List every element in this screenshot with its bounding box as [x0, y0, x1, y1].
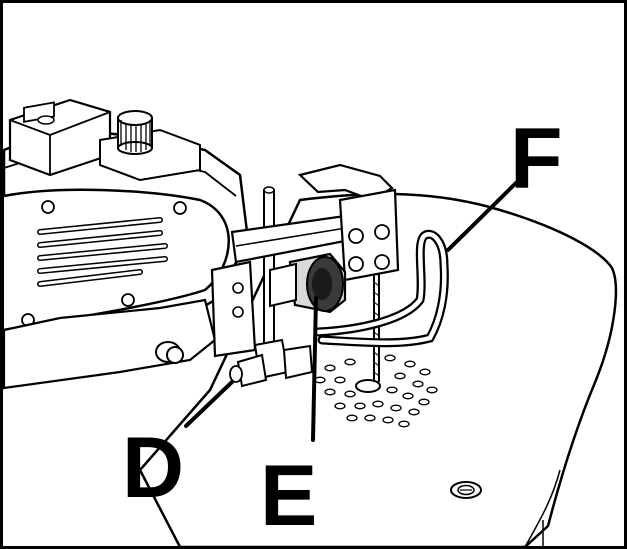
- table-screw: [450, 481, 482, 499]
- hold-down-foot: [229, 338, 314, 388]
- callout-d: D: [122, 420, 184, 516]
- table-edge-line: [524, 469, 561, 548]
- speed-knob-icon: [117, 110, 153, 155]
- blade-clamp: [297, 163, 400, 282]
- upper-arm-housing: [2, 126, 257, 390]
- callout-f: F: [510, 111, 563, 207]
- table-insert-holes: [314, 354, 438, 428]
- leader-line-f: [446, 180, 519, 252]
- blade-guard-wire: [313, 229, 449, 348]
- lock-knob-icon: [155, 341, 184, 364]
- saw-table: [138, 192, 618, 549]
- leader-lines: [184, 180, 519, 442]
- leader-line-d: [184, 380, 234, 428]
- leader-line-e: [311, 296, 318, 442]
- blade-slot: [355, 379, 381, 393]
- callout-e: E: [260, 448, 317, 544]
